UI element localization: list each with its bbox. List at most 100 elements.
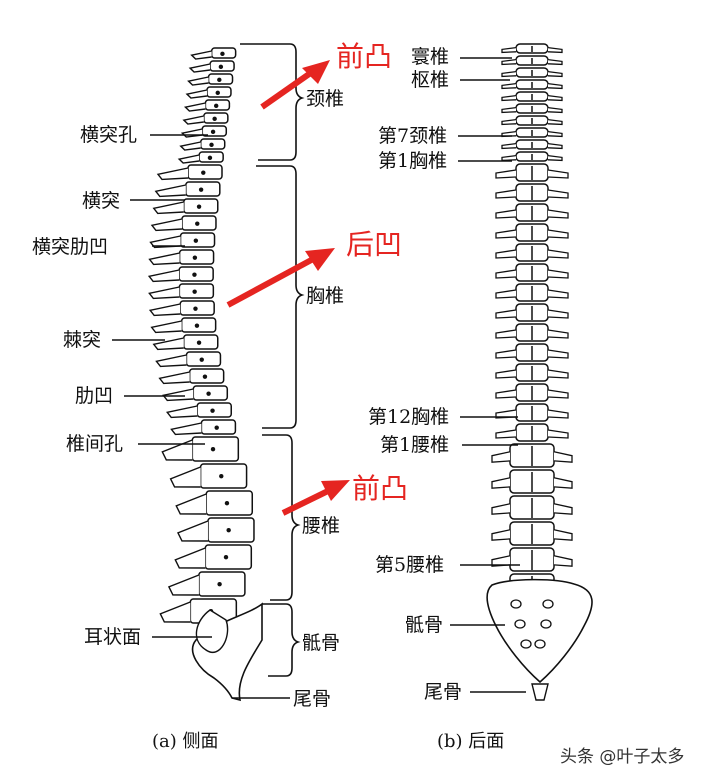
label-thoracic: 胸椎 <box>306 285 345 307</box>
posterior-vertebra <box>495 243 569 262</box>
posterior-vertebra <box>501 79 563 90</box>
arrow-lumbar <box>281 487 332 516</box>
lateral-vertebra <box>177 517 255 543</box>
posterior-vertebra <box>501 139 563 150</box>
lateral-vertebra <box>188 60 235 73</box>
lateral-vertebra <box>187 73 234 86</box>
lateral-vertebra <box>150 317 217 334</box>
posterior-vertebra <box>495 223 569 242</box>
posterior-vertebra <box>491 443 573 468</box>
lateral-vertebra <box>166 402 232 419</box>
lateral-vertebra <box>167 571 246 597</box>
lateral-vertebra <box>169 463 248 489</box>
label-axis: 枢椎 <box>411 69 450 91</box>
posterior-vertebra <box>501 115 563 126</box>
posterior-vertebra <box>495 163 569 182</box>
lateral-vertebra <box>148 300 215 317</box>
lateral-vertebra <box>170 419 237 436</box>
lateral-vertebra <box>156 164 223 181</box>
lateral-vertebra <box>150 215 217 232</box>
lateral-vertebra <box>152 334 219 351</box>
posterior-vertebra <box>495 423 569 442</box>
curvature-label-thoracic: 后凹 <box>346 228 403 261</box>
watermark: 头条 @叶子太多 <box>560 747 685 767</box>
label-coccyx-posterior: 尾骨 <box>424 681 463 703</box>
posterior-vertebra <box>501 43 563 54</box>
label-auricular-surface: 耳状面 <box>84 626 142 648</box>
posterior-vertebra <box>501 55 563 66</box>
posterior-leaders <box>450 57 526 693</box>
curvature-arrows <box>226 60 350 516</box>
posterior-vertebra <box>495 383 569 402</box>
posterior-sacrum <box>486 578 593 701</box>
posterior-vertebra <box>495 203 569 222</box>
label-transverse-costal-fovea: 横突肋凹 <box>32 236 109 258</box>
label-transverse-foramen: 横突孔 <box>80 124 138 146</box>
label-lumbar: 腰椎 <box>302 515 341 537</box>
caption-posterior: (b) 后面 <box>437 731 505 752</box>
bracket-sacrum <box>262 603 301 677</box>
region-brackets <box>232 43 305 699</box>
lateral-vertebra <box>147 266 214 283</box>
lateral-vertebra <box>152 198 219 215</box>
lateral-vertebra <box>154 181 221 198</box>
lateral-vertebra <box>148 283 215 300</box>
lateral-vertebra <box>175 490 254 516</box>
label-cervical: 颈椎 <box>306 88 345 110</box>
caption-lateral: (a) 侧面 <box>152 731 219 752</box>
posterior-spine-drawing <box>486 43 593 701</box>
curvature-label-lumbar: 前凸 <box>352 472 409 505</box>
lateral-vertebra <box>149 232 216 249</box>
lateral-vertebra <box>190 47 237 60</box>
bracket-cervical <box>240 43 305 161</box>
posterior-vertebra <box>495 343 569 362</box>
lateral-vertebra <box>177 151 224 164</box>
posterior-vertebra <box>495 323 569 342</box>
arrow-cervical <box>260 69 314 110</box>
label-coccyx-lateral: 尾骨 <box>293 688 332 710</box>
arrow-thoracic <box>226 255 317 308</box>
lateral-sacrum <box>191 602 263 702</box>
bracket-lumbar <box>262 434 301 601</box>
posterior-vertebra <box>495 263 569 282</box>
label-costal-fovea: 肋凹 <box>75 385 114 407</box>
label-sacrum-lateral: 骶骨 <box>302 632 341 654</box>
posterior-vertebra <box>495 303 569 322</box>
label-atlas: 寰椎 <box>411 46 450 68</box>
posterior-vertebra <box>495 283 569 302</box>
label-t1: 第1胸椎 <box>378 150 448 172</box>
label-transverse-process: 横突 <box>82 190 121 212</box>
lateral-vertebra <box>158 368 225 385</box>
label-sacrum-posterior: 骶骨 <box>405 614 444 636</box>
lateral-vertebra <box>161 436 240 462</box>
posterior-vertebra <box>495 183 569 202</box>
lateral-vertebra <box>148 249 215 266</box>
lateral-vertebra <box>182 112 229 125</box>
curvature-label-cervical: 前凸 <box>336 40 393 73</box>
lateral-vertebra <box>183 99 231 112</box>
posterior-vertebra <box>491 547 573 572</box>
label-l5: 第5腰椎 <box>375 554 445 576</box>
lateral-vertebra <box>185 86 232 99</box>
label-l1: 第1腰椎 <box>380 434 450 456</box>
bracket-thoracic <box>256 165 305 429</box>
posterior-vertebra <box>491 495 573 520</box>
label-t12: 第12胸椎 <box>368 406 450 428</box>
lateral-vertebra <box>179 138 226 151</box>
label-intervertebral-foramen: 椎间孔 <box>66 433 124 455</box>
posterior-vertebra <box>501 103 563 114</box>
label-spinous-process: 棘突 <box>63 329 102 351</box>
lateral-vertebra <box>174 544 253 570</box>
posterior-vertebra <box>491 521 573 546</box>
posterior-vertebra <box>501 67 563 78</box>
lateral-leaders <box>112 134 212 638</box>
posterior-vertebra <box>501 91 563 102</box>
label-c7: 第7颈椎 <box>378 125 448 147</box>
posterior-vertebra <box>495 403 569 422</box>
posterior-vertebra <box>495 363 569 382</box>
posterior-vertebra <box>501 151 563 162</box>
lateral-spine-drawing <box>147 47 263 702</box>
lateral-vertebra <box>162 385 229 402</box>
posterior-vertebra <box>491 469 573 494</box>
